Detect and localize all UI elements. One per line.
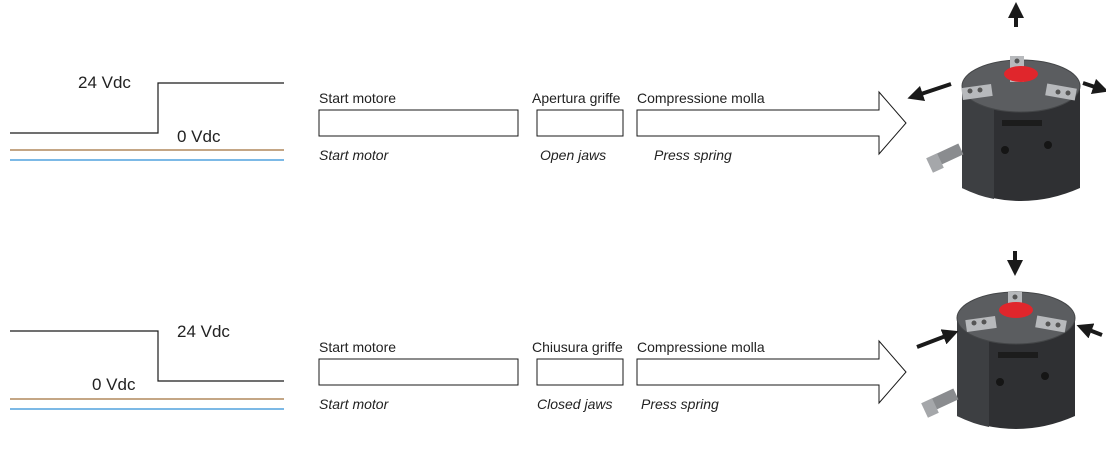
step-label-en: Start motor bbox=[319, 396, 390, 412]
step-label-it: Start motore bbox=[319, 90, 396, 106]
sequence-open: 24 Vdc 0 Vdc Start motore Start motor Ap… bbox=[10, 2, 1106, 201]
arrow-in-left-icon bbox=[916, 329, 959, 349]
signal-low-label: 0 Vdc bbox=[92, 375, 136, 394]
step-label-en: Closed jaws bbox=[537, 396, 612, 412]
arrow-in-right-icon bbox=[1076, 323, 1103, 339]
step-label-it: Compressione molla bbox=[637, 339, 765, 355]
step-label-it: Apertura griffe bbox=[532, 90, 621, 106]
arrow-out-left-icon bbox=[907, 82, 952, 102]
step-label-it: Compressione molla bbox=[637, 90, 765, 106]
step-box bbox=[318, 358, 519, 386]
step-label-en: Press spring bbox=[654, 147, 732, 163]
arrow-out-right-icon bbox=[1082, 78, 1106, 95]
step-arrow bbox=[636, 90, 907, 156]
step-box bbox=[536, 358, 624, 386]
step-spring: Compressione molla Press spring bbox=[636, 90, 907, 163]
gripper-close-icon bbox=[916, 251, 1103, 429]
step-spring: Compressione molla Press spring bbox=[636, 339, 907, 412]
step-start-motor: Start motore Start motor bbox=[318, 339, 519, 412]
signal-trace-rising bbox=[10, 82, 284, 134]
step-box bbox=[536, 109, 624, 137]
gripper-open-icon bbox=[907, 2, 1106, 201]
step-jaws: Apertura griffe Open jaws bbox=[532, 90, 624, 163]
step-label-it: Chiusura griffe bbox=[532, 339, 623, 355]
signal-trace-falling bbox=[10, 330, 284, 382]
sequence-close: 24 Vdc 0 Vdc Start motore Start motor Ch… bbox=[10, 251, 1103, 429]
signal-diagram-open: 24 Vdc 0 Vdc bbox=[10, 73, 284, 161]
step-label-en: Open jaws bbox=[540, 147, 606, 163]
step-label-it: Start motore bbox=[319, 339, 396, 355]
step-label-en: Press spring bbox=[641, 396, 719, 412]
step-arrow bbox=[636, 339, 907, 405]
step-jaws: Chiusura griffe Closed jaws bbox=[532, 339, 624, 412]
signal-diagram-close: 24 Vdc 0 Vdc bbox=[10, 322, 284, 410]
signal-high-label: 24 Vdc bbox=[78, 73, 131, 92]
step-label-en: Start motor bbox=[319, 147, 390, 163]
signal-low-label: 0 Vdc bbox=[177, 127, 221, 146]
step-box bbox=[318, 109, 519, 137]
step-start-motor: Start motore Start motor bbox=[318, 90, 519, 163]
signal-high-label: 24 Vdc bbox=[177, 322, 230, 341]
